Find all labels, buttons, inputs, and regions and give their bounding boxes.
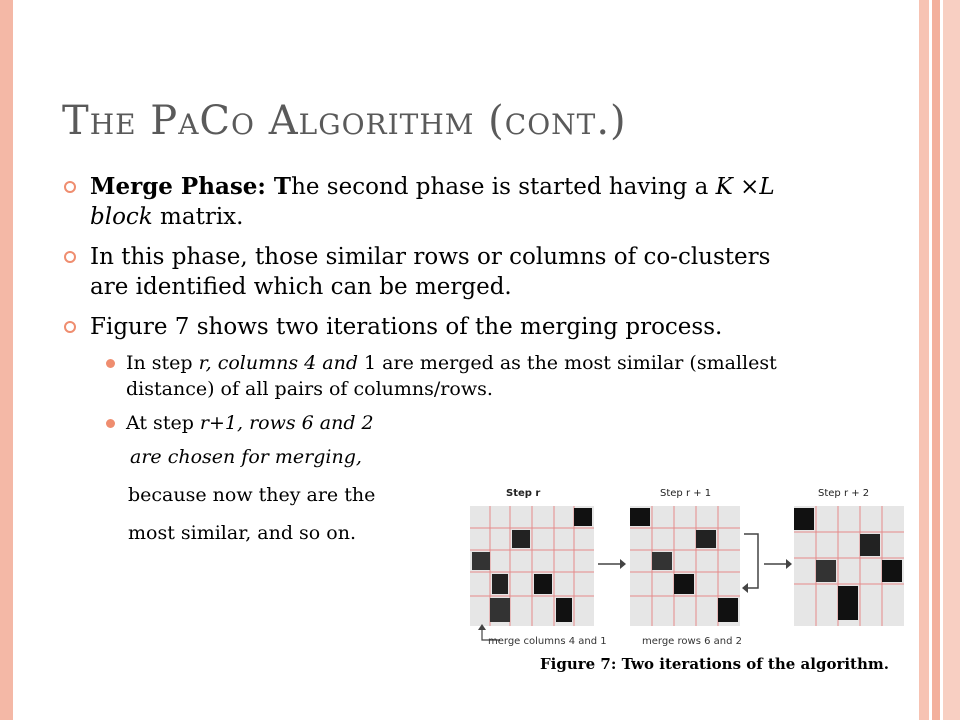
loop-arrow-icon — [742, 533, 759, 593]
merge-columns-arrow-icon — [478, 624, 500, 641]
slide-content: Merge Phase: The second phase is started… — [62, 172, 792, 552]
sub-bullet-step-r: In step r, columns 4 and 1 are merged as… — [62, 350, 792, 402]
step-r1-label: Step r + 1 — [660, 488, 712, 499]
arrow-icon-2 — [764, 559, 792, 569]
left-frame-border — [0, 0, 13, 720]
merge-columns-label: merge columns 4 and 1 — [488, 636, 607, 647]
right-frame-border — [919, 0, 929, 720]
figure-caption: Figure 7: Two iterations of the algorith… — [540, 655, 889, 673]
hollow-circle-bullet-icon — [64, 181, 76, 193]
merge-rows-label: merge rows 6 and 2 — [642, 636, 742, 647]
hollow-circle-bullet-icon — [64, 251, 76, 263]
right-frame-border-outer — [943, 0, 960, 720]
block-matrix-step-r1 — [630, 506, 740, 626]
block-matrix-step-r2 — [794, 506, 904, 626]
step-r2-label: Step r + 2 — [818, 488, 870, 499]
arrow-icon — [598, 559, 626, 569]
figure-7: Step r Step r + 1 Step r + 2 — [464, 478, 920, 684]
right-frame-border-inner — [932, 0, 940, 720]
block-matrix-step-r — [470, 506, 594, 626]
filled-dot-icon — [106, 359, 115, 368]
filled-dot-icon — [106, 419, 115, 428]
sub-bullet-step-r1: At step r+1, rows 6 and 2 — [62, 410, 456, 436]
bullet-this-phase: In this phase, those similar rows or col… — [62, 242, 792, 302]
bullet-figure-7: Figure 7 shows two iterations of the mer… — [62, 312, 792, 342]
slide-title: THE PACO ALGORITHM (CONT.) — [62, 98, 627, 144]
bullet-merge-phase: Merge Phase: The second phase is started… — [62, 172, 792, 232]
step-r-label: Step r — [506, 488, 541, 499]
sub-bullet-continuation: are chosen for merging, because now they… — [128, 446, 376, 544]
hollow-circle-bullet-icon — [64, 321, 76, 333]
